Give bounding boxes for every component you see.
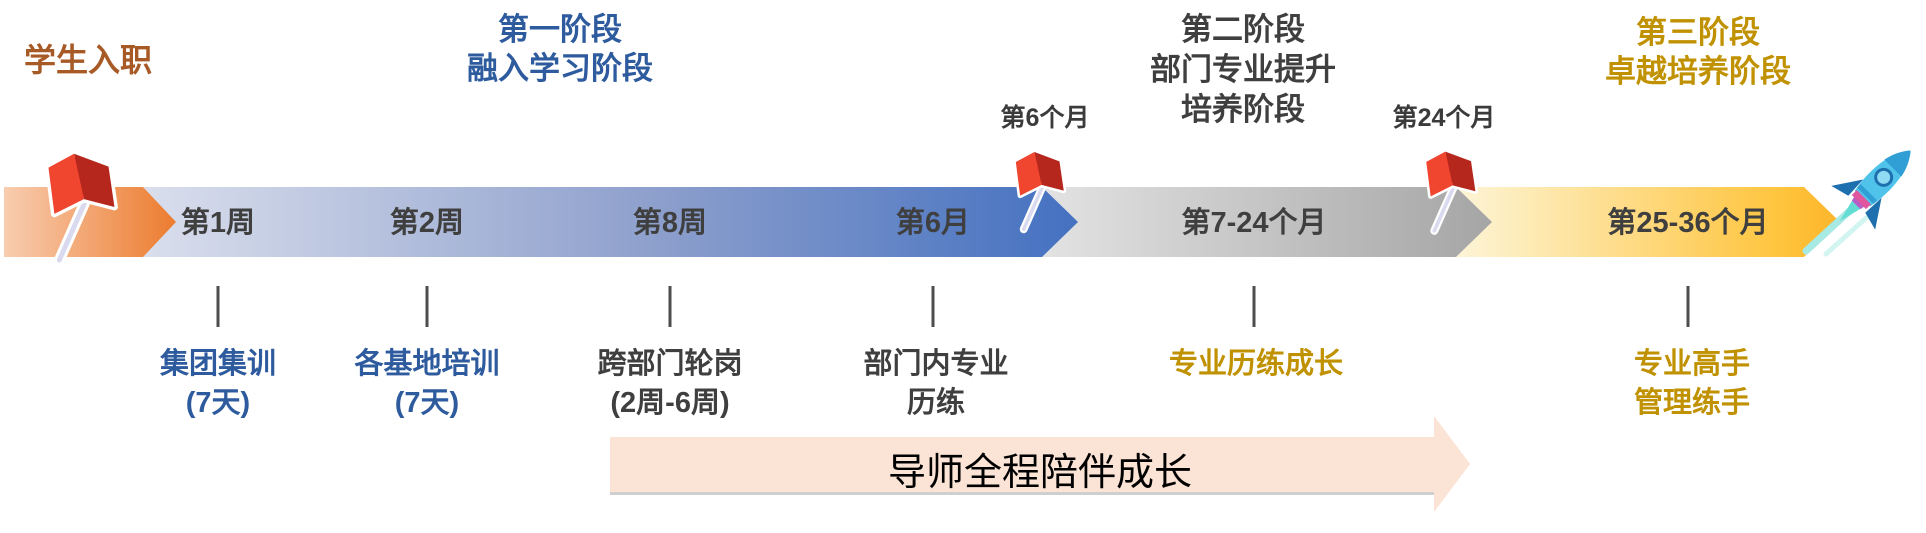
milestone-detail: 部门内专业 历练	[863, 348, 1009, 419]
tick-mark	[668, 286, 672, 327]
band-segment-stage1	[140, 187, 1078, 257]
stage2-title: 第二阶段 部门专业提升 培养阶段	[1150, 12, 1336, 127]
tick-mark	[1686, 286, 1690, 327]
band-segment-stage2	[1040, 187, 1492, 257]
milestone-label: 第7-24个月	[1181, 207, 1327, 239]
stage3-title: 第三阶段 卓越培养阶段	[1605, 15, 1791, 89]
milestone-label: 第6月	[895, 207, 971, 239]
milestone-detail: 跨部门轮岗 (2周-6周)	[597, 348, 743, 419]
tick-mark	[1252, 286, 1256, 327]
start-label: 学生入职	[24, 42, 153, 78]
tick-mark	[425, 286, 429, 327]
tick-mark	[931, 286, 935, 327]
mentor-arrow-head	[1434, 416, 1470, 512]
rocket-icon	[1802, 150, 1911, 257]
milestone-detail: 集团集训 (7天)	[159, 348, 277, 419]
mentor-arrow-label: 导师全程陪伴成长	[887, 452, 1192, 494]
milestone-label: 第8周	[632, 207, 708, 239]
flag-icon	[1416, 141, 1482, 237]
milestone-label: 第25-36个月	[1607, 207, 1769, 239]
month24-flag-label: 第24个月	[1392, 104, 1496, 132]
milestone-detail: 专业高手 管理练手	[1633, 348, 1751, 419]
band-segment-stage3	[1455, 187, 1840, 257]
mentor-arrow-body	[610, 437, 1434, 495]
flag-icon	[33, 140, 125, 268]
milestone-detail: 各基地培训 (7天)	[354, 348, 500, 419]
milestone-label: 第1周	[180, 207, 256, 239]
flag-icon	[1005, 142, 1071, 235]
tick-mark	[216, 286, 220, 327]
stage1-title: 第一阶段 融入学习阶段	[467, 12, 653, 86]
milestone-detail: 专业历练成长	[1168, 348, 1344, 380]
month6-flag-label: 第6个月	[1000, 104, 1090, 132]
milestone-label: 第2周	[389, 207, 465, 239]
